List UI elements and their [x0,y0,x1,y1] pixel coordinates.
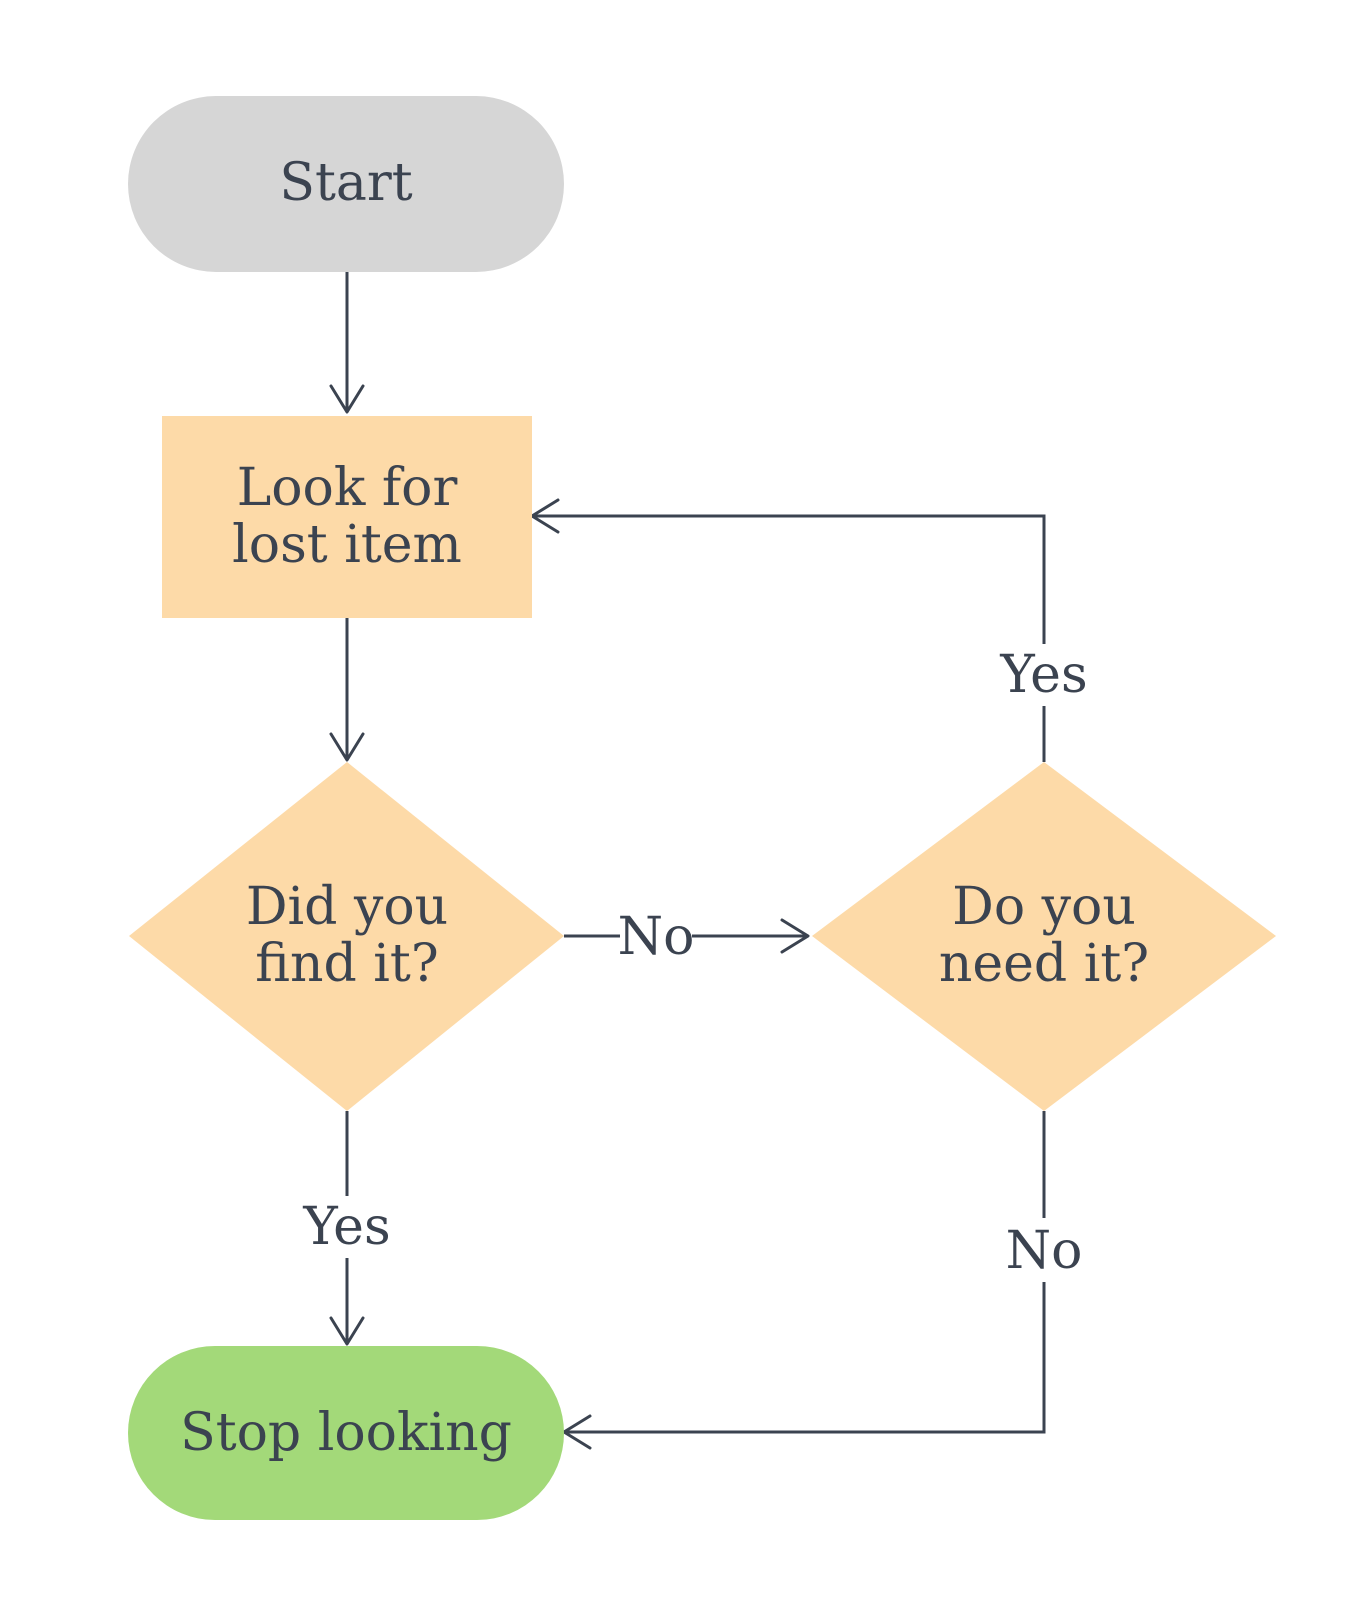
edge-label-need-no: No [1006,1221,1083,1281]
process-box-shape [162,416,532,618]
edge-found-no-to-need: No [564,907,810,967]
edge-start-to-look [329,272,365,414]
need-label-line2: need it? [939,934,1149,994]
node-did-you-find-it: Did you find it? [129,762,564,1111]
edge-label-found-no: No [618,907,695,967]
node-start: Start [128,96,564,272]
found-label-line2: find it? [255,934,438,994]
look-label-line1: Look for [237,458,458,518]
found-label-line1: Did you [246,877,448,937]
decision-diamond-found [129,762,564,1111]
edge-need-yes-to-look: Yes [530,498,1088,762]
stop-label: Stop looking [180,1403,512,1463]
start-label: Start [279,153,412,213]
node-do-you-need-it: Do you need it? [812,762,1276,1111]
start-terminal-shape [128,96,564,272]
edge-label-need-yes: Yes [999,645,1087,705]
edge-label-found-yes: Yes [302,1197,390,1257]
need-label-line1: Do you [952,877,1136,937]
edge-need-no-to-stop: No [562,1111,1083,1450]
stop-terminal-shape [128,1346,564,1520]
look-label-line2: lost item [232,515,462,575]
decision-diamond-need [812,762,1276,1111]
edge-look-to-found [329,618,365,762]
edge-found-yes-to-stop: Yes [302,1111,391,1346]
node-stop-looking: Stop looking [128,1346,564,1520]
node-look-for-lost-item: Look for lost item [162,416,532,618]
